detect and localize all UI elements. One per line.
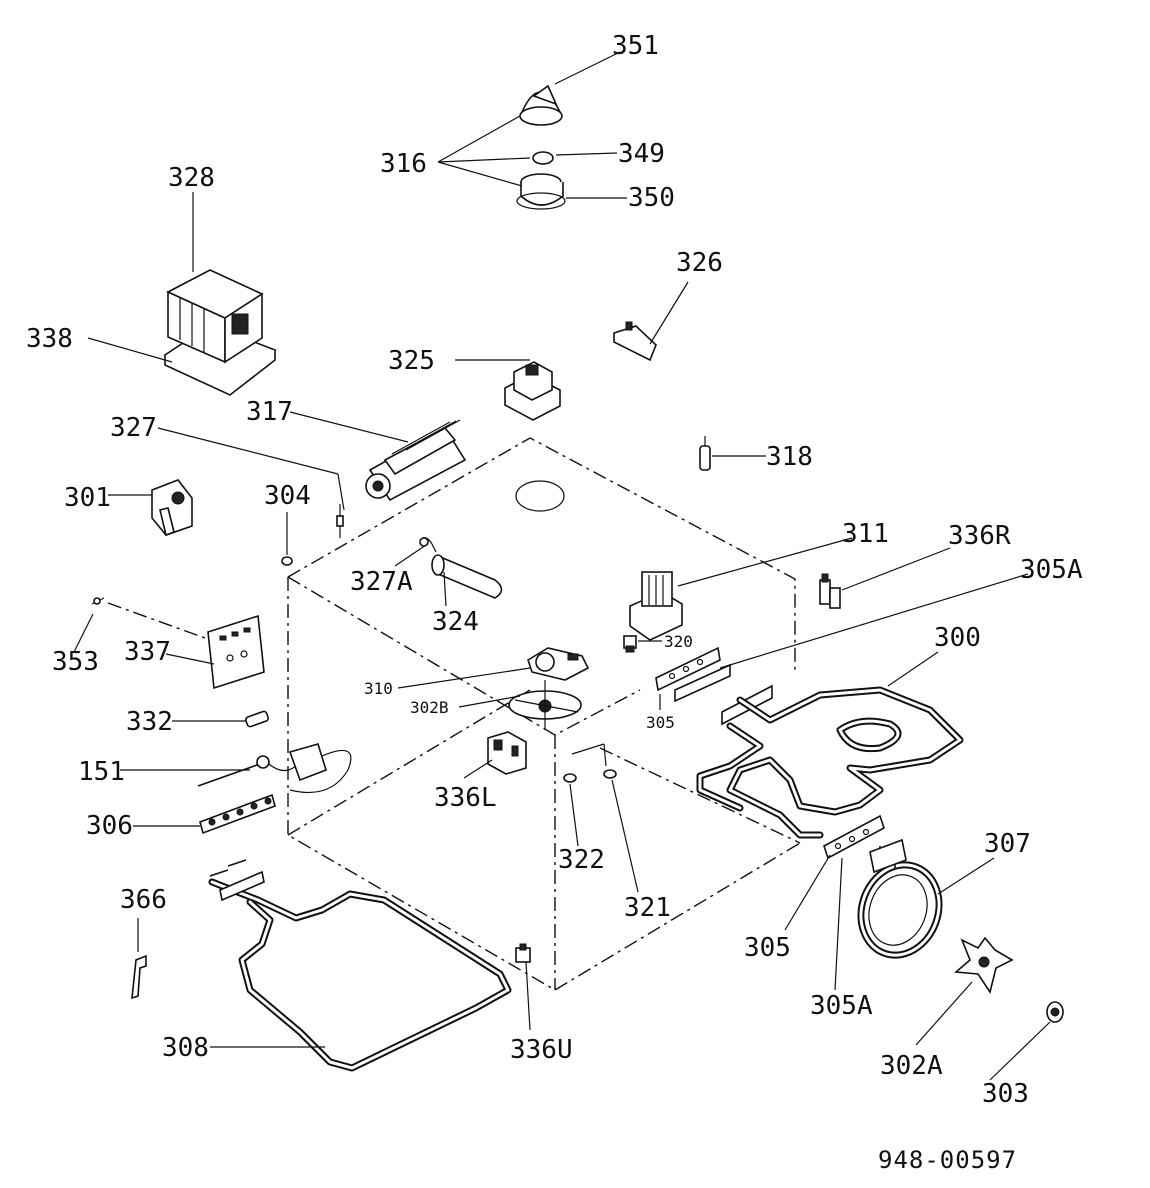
knob-bezel-350 (516, 173, 566, 210)
thermal-fuse-327 (336, 504, 344, 538)
label-305-bottom: 305 (744, 933, 791, 963)
circular-element-307 (857, 838, 943, 959)
label-324: 324 (432, 607, 479, 637)
label-304: 304 (264, 481, 311, 511)
label-305A-top: 305A (1020, 555, 1083, 585)
label-302B: 302B (410, 698, 449, 717)
reference-number: 948-00597 (878, 1146, 1017, 1174)
thermostat-320 (623, 635, 637, 653)
label-332: 332 (126, 707, 173, 737)
control-knob-351 (519, 84, 563, 126)
label-328: 328 (168, 163, 215, 193)
label-151: 151 (78, 757, 125, 787)
fan-blade-302B (508, 680, 582, 730)
spring-ring-349 (532, 151, 554, 165)
label-351: 351 (612, 31, 659, 61)
label-320: 320 (664, 632, 693, 651)
lamp-324 (431, 554, 503, 599)
bracket-326 (613, 321, 657, 362)
label-316: 316 (380, 149, 427, 179)
label-322: 322 (558, 845, 605, 875)
cooling-fan-317 (365, 419, 467, 502)
pin-304 (281, 556, 293, 566)
label-302A: 302A (880, 1051, 943, 1081)
fan-motor-310 (527, 647, 590, 681)
label-336U: 336U (510, 1035, 573, 1065)
bracket-366 (131, 954, 147, 1000)
fuse-332 (244, 710, 270, 728)
nut-303 (1046, 1001, 1064, 1023)
lamp-holder-327A (419, 537, 437, 553)
switch-336U (515, 943, 531, 963)
label-317: 317 (246, 397, 293, 427)
washer-321 (603, 769, 617, 779)
label-349: 349 (618, 139, 665, 169)
label-366: 366 (120, 885, 167, 915)
screw-353 (91, 597, 105, 605)
label-301: 301 (64, 483, 111, 513)
terminal-block-305-top (655, 646, 721, 692)
oven-cabinet (287, 437, 801, 991)
label-336L: 336L (434, 783, 497, 813)
sensor-318 (699, 436, 711, 471)
label-327: 327 (110, 413, 157, 443)
label-305A-bottom: 305A (810, 991, 873, 1021)
label-326: 326 (676, 248, 723, 278)
label-300: 300 (934, 623, 981, 653)
label-353: 353 (52, 647, 99, 677)
control-board-337 (207, 614, 265, 690)
label-327A: 327A (350, 567, 413, 597)
terminal-block-305-bottom (823, 814, 885, 860)
label-337: 337 (124, 637, 171, 667)
grill-element-300 (696, 686, 964, 839)
label-350: 350 (628, 183, 675, 213)
label-308: 308 (162, 1033, 209, 1063)
label-321: 321 (624, 893, 671, 923)
fan-blade-302A (954, 936, 1014, 994)
washer-322 (563, 773, 577, 783)
label-305-small: 305 (646, 713, 675, 732)
magnetron-328 (163, 269, 277, 396)
relay-311 (629, 571, 683, 641)
label-307: 307 (984, 829, 1031, 859)
component-325 (504, 361, 561, 421)
thermostat-probe-151 (197, 743, 352, 794)
label-306: 306 (86, 811, 133, 841)
label-311: 311 (842, 519, 889, 549)
bottom-element-308 (208, 859, 512, 1072)
switch-336R (819, 573, 841, 609)
label-303: 303 (982, 1079, 1029, 1109)
terminal-strip-306 (199, 793, 276, 835)
switch-336L (487, 731, 527, 775)
label-318: 318 (766, 442, 813, 472)
label-325: 325 (388, 346, 435, 376)
label-336R: 336R (948, 521, 1011, 551)
label-338: 338 (26, 324, 73, 354)
part-labels: 351 316 349 350 328 338 326 325 317 327 … (26, 31, 1083, 1109)
interlock-switch-301 (151, 479, 193, 537)
label-310: 310 (364, 679, 393, 698)
